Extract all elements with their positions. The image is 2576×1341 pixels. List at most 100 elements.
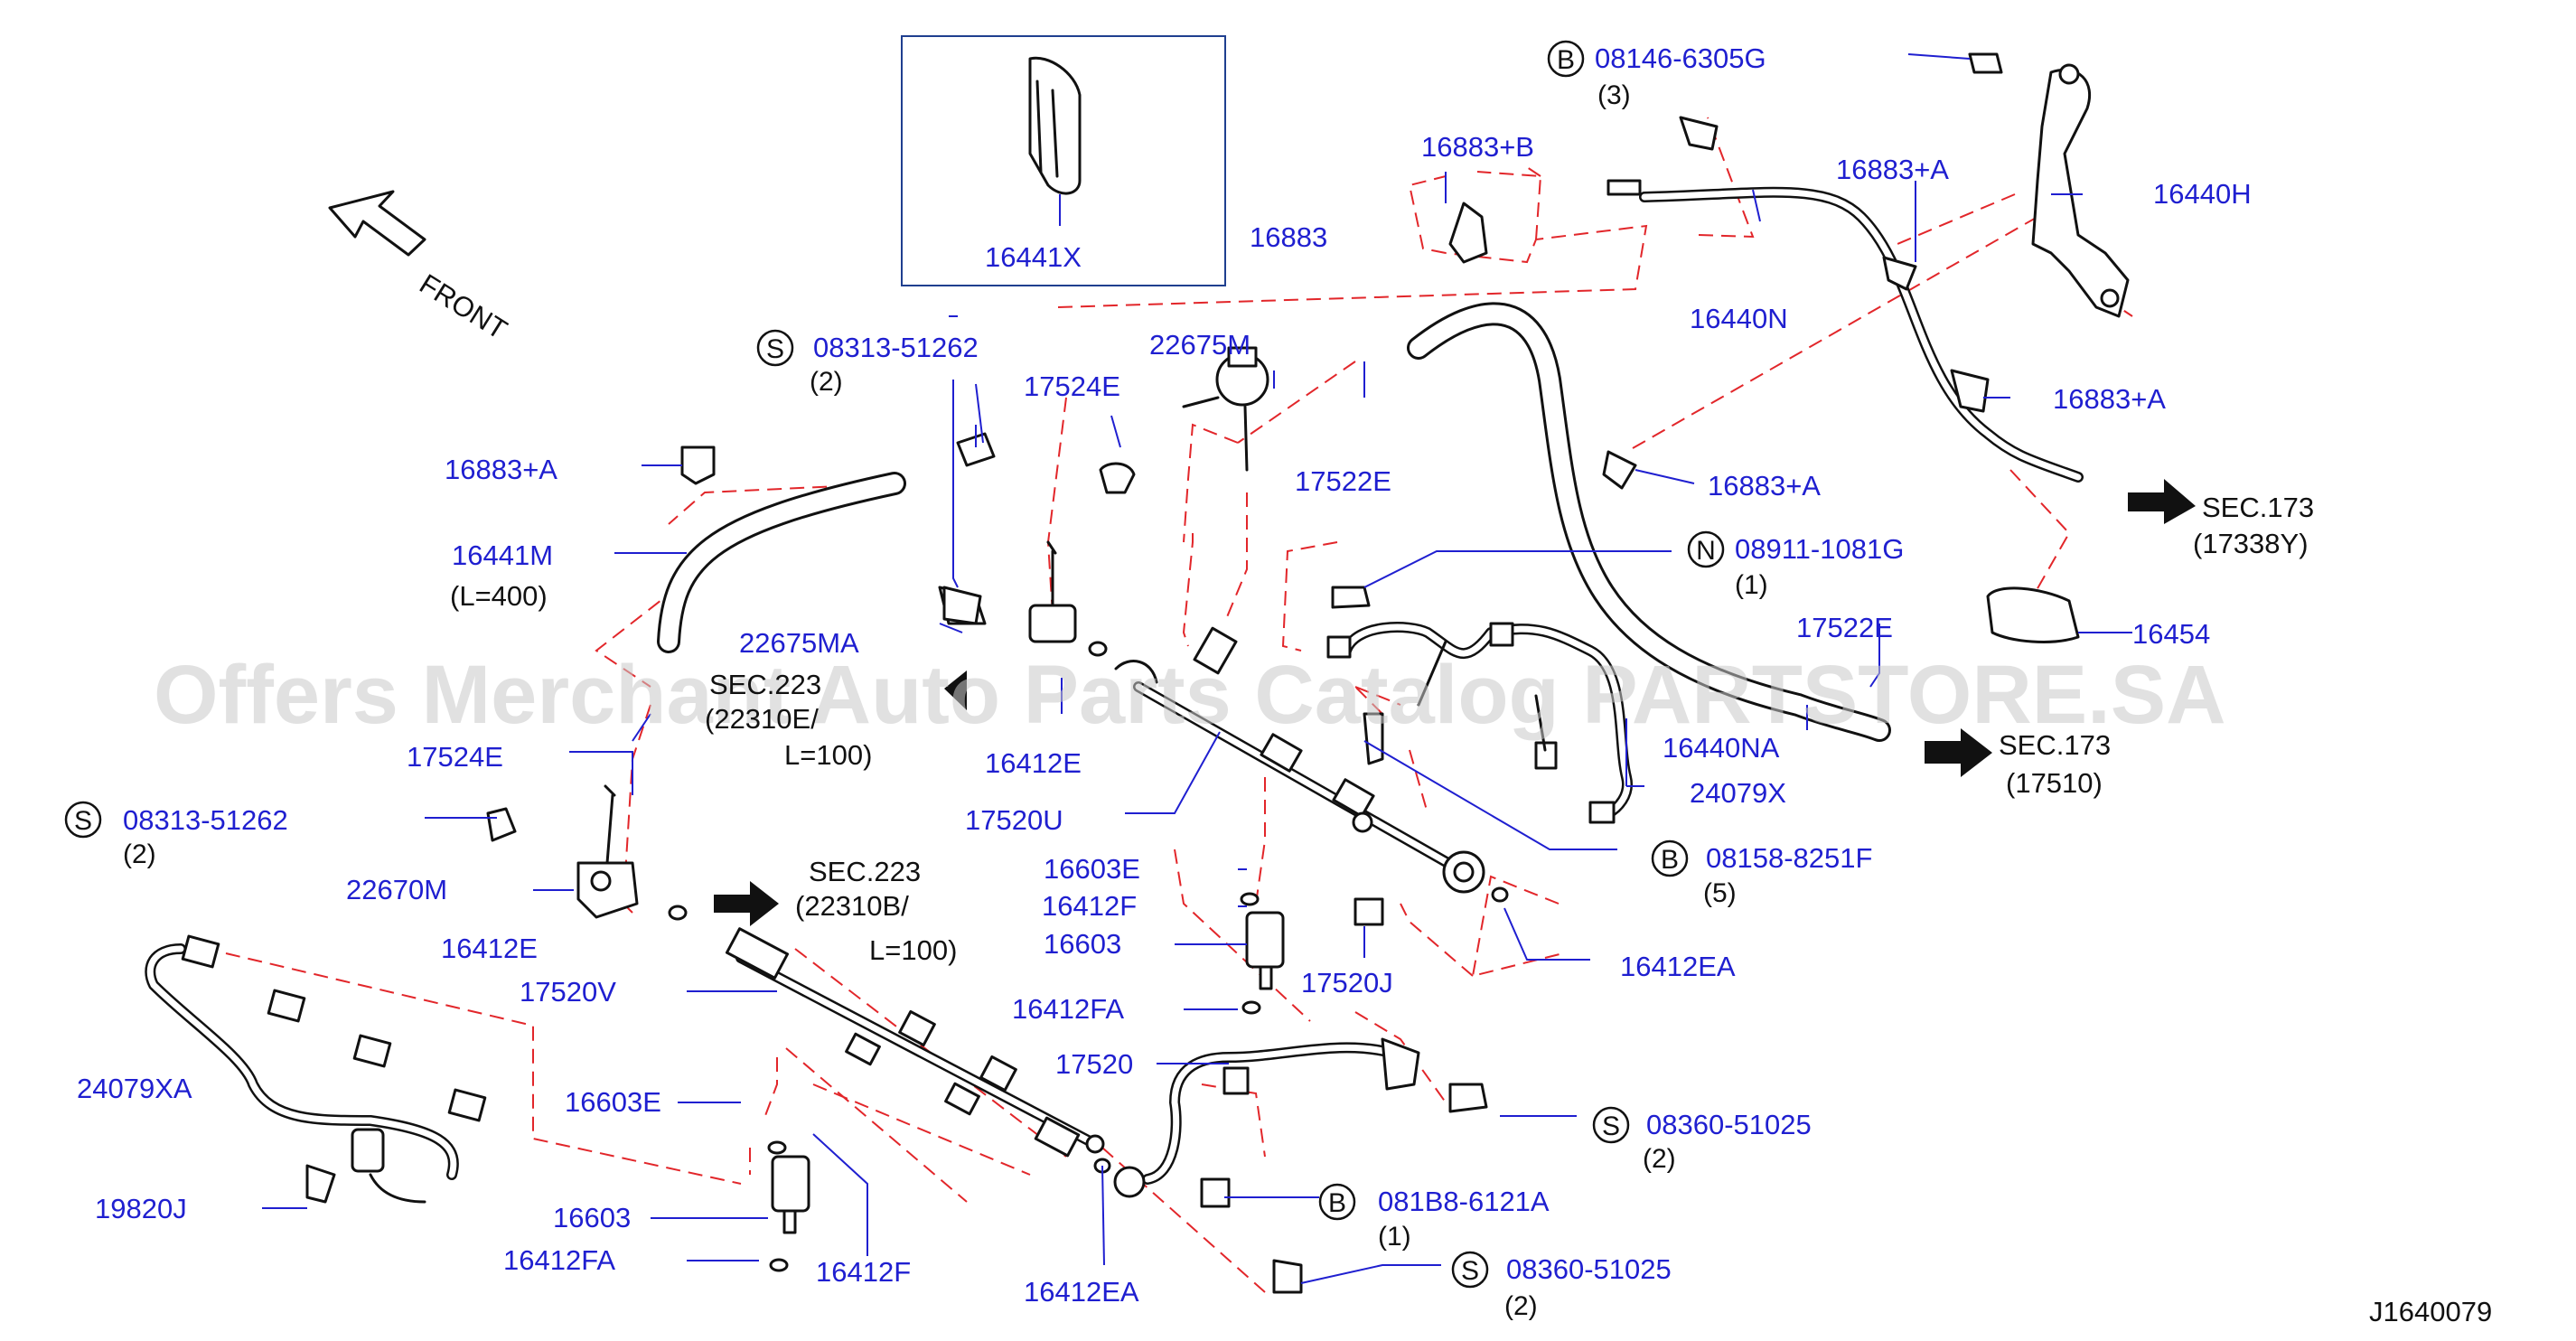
fuel-hose-16441M — [657, 472, 906, 653]
prefix-s-08360-2: S — [1451, 1251, 1489, 1289]
prefix-s-08360-1: S — [1592, 1106, 1630, 1144]
label-17524E-1[interactable]: 17524E — [1024, 370, 1120, 402]
label-16412FA-2[interactable]: 16412FA — [503, 1244, 615, 1276]
sec223-ref-2-line1[interactable]: SEC.223 — [809, 856, 921, 887]
label-16440N[interactable]: 16440N — [1690, 303, 1788, 334]
injector-16603 — [1245, 911, 1285, 990]
length-16441M: (L=400) — [450, 580, 548, 612]
label-24079X[interactable]: 24079X — [1690, 777, 1786, 809]
label-16412E-1[interactable]: 16412E — [985, 747, 1082, 779]
qty-08313-51262-1: (2) — [810, 367, 843, 397]
label-16441X[interactable]: 16441X — [985, 241, 1082, 273]
label-16412E-2[interactable]: 16412E — [441, 933, 538, 964]
front-arrow-icon — [328, 190, 426, 257]
damper-22675M — [1182, 346, 1269, 472]
label-16440H[interactable]: 16440H — [2153, 178, 2252, 210]
label-17520V[interactable]: 17520V — [520, 976, 616, 1008]
fuel-rail-17520U — [1114, 626, 1485, 894]
label-08146-6305G[interactable]: 08146-6305G — [1595, 42, 1766, 74]
qty-08313-51262-2: (2) — [123, 839, 156, 869]
label-16603E-1[interactable]: 16603E — [1044, 853, 1140, 885]
watermark: Offers Merchant Auto Parts Catalog PARTS… — [154, 649, 2226, 741]
label-16412F-1[interactable]: 16412F — [1042, 890, 1137, 922]
label-22675MA[interactable]: 22675MA — [739, 627, 859, 659]
inset-box — [901, 35, 1226, 286]
label-16883-A-3[interactable]: 16883+A — [445, 454, 557, 485]
label-16883-B[interactable]: 16883+B — [1421, 131, 1534, 163]
qty-08158-8251F: (5) — [1703, 878, 1737, 908]
filter-16454 — [1986, 586, 2080, 643]
svg-text:S: S — [1602, 1111, 1620, 1141]
svg-text:B: B — [1328, 1188, 1346, 1218]
svg-text:S: S — [766, 334, 784, 364]
label-16412EA-2[interactable]: 16412EA — [1024, 1276, 1139, 1308]
label-16412FA-1[interactable]: 16412FA — [1012, 993, 1124, 1025]
label-24079XA[interactable]: 24079XA — [77, 1073, 192, 1104]
label-17522E-1[interactable]: 17522E — [1295, 465, 1391, 497]
sec223-ref-2-line2: (22310B/ — [795, 890, 909, 922]
fuel-hose-16440NA — [1407, 302, 1891, 742]
sec223-arrow-icon — [714, 881, 779, 926]
qty-081B8-6121A: (1) — [1378, 1222, 1411, 1252]
label-17520J[interactable]: 17520J — [1301, 967, 1393, 999]
label-16412F-2[interactable]: 16412F — [816, 1256, 911, 1288]
label-16883[interactable]: 16883 — [1250, 221, 1327, 253]
qty-08360-51025-2: (2) — [1504, 1291, 1538, 1321]
sec173-ref-2-line1[interactable]: SEC.173 — [1999, 729, 2111, 761]
qty-08360-51025-1: (2) — [1643, 1144, 1676, 1174]
prefix-s-08313-2: S — [64, 801, 102, 839]
label-17522E-2[interactable]: 17522E — [1796, 612, 1893, 643]
label-08313-51262-2[interactable]: 08313-51262 — [123, 804, 288, 836]
label-19820J[interactable]: 19820J — [95, 1193, 187, 1224]
label-08158-8251F[interactable]: 08158-8251F — [1706, 842, 1872, 874]
svg-text:N: N — [1696, 536, 1716, 566]
label-081B8-6121A[interactable]: 081B8-6121A — [1378, 1186, 1550, 1217]
leader-lines — [262, 53, 2132, 1284]
damper-22670M — [576, 784, 639, 919]
label-22675M[interactable]: 22675M — [1149, 329, 1251, 361]
sec173-ref-2-line2: (17510) — [2006, 767, 2103, 799]
prefix-b-08146: B — [1547, 40, 1585, 78]
qty-08146-6305G: (3) — [1597, 80, 1631, 110]
bracket-16440H — [2031, 63, 2130, 318]
sec173-ref-1-line2: (17338Y) — [2193, 528, 2309, 559]
label-08360-51025-1[interactable]: 08360-51025 — [1646, 1109, 1812, 1140]
prefix-n-08911: N — [1687, 530, 1725, 568]
label-16883-A-1[interactable]: 16883+A — [1836, 154, 1949, 185]
harness-24079XA — [145, 934, 487, 1204]
label-08360-51025-2[interactable]: 08360-51025 — [1506, 1253, 1672, 1285]
label-16454[interactable]: 16454 — [2132, 618, 2210, 650]
label-17520U[interactable]: 17520U — [965, 804, 1063, 836]
sec223-ref-2-line3: L=100) — [869, 934, 957, 966]
prefix-b-08158: B — [1651, 839, 1689, 877]
prefix-s-08313-1: S — [756, 329, 794, 367]
label-16883-A-2[interactable]: 16883+A — [2053, 383, 2166, 415]
injector-16603-b — [771, 1155, 810, 1234]
label-17524E-2[interactable]: 17524E — [407, 741, 503, 773]
label-16412EA-1[interactable]: 16412EA — [1620, 951, 1736, 982]
label-17520[interactable]: 17520 — [1055, 1048, 1133, 1080]
svg-text:B: B — [1661, 845, 1679, 875]
label-16603-2[interactable]: 16603 — [553, 1202, 631, 1233]
clip-parts — [305, 116, 1990, 1204]
sec173-ref-1-line1[interactable]: SEC.173 — [2202, 492, 2314, 523]
svg-text:S: S — [74, 806, 92, 836]
label-16603E-2[interactable]: 16603E — [565, 1086, 661, 1118]
front-label: FRONT — [414, 267, 512, 345]
label-22670M[interactable]: 22670M — [346, 874, 447, 905]
fuel-tube-17520 — [1113, 1037, 1420, 1198]
svg-text:S: S — [1461, 1256, 1479, 1286]
sec223-ref-1-line2: (22310E/ — [705, 703, 819, 735]
sec223-ref-1-line3: L=100) — [784, 739, 872, 771]
label-16441M[interactable]: 16441M — [452, 539, 553, 571]
label-08313-51262-1[interactable]: 08313-51262 — [813, 332, 979, 363]
nuts-and-bolts — [486, 52, 2003, 1294]
label-08911-1081G[interactable]: 08911-1081G — [1735, 533, 1904, 565]
sec223-ref-1-line1[interactable]: SEC.223 — [709, 669, 821, 700]
label-16440NA[interactable]: 16440NA — [1663, 732, 1780, 764]
sec173-arrow-icon-2 — [1925, 728, 1992, 777]
label-16603-1[interactable]: 16603 — [1044, 928, 1121, 960]
label-16883-A-4[interactable]: 16883+A — [1708, 470, 1821, 502]
prefix-b-081b8: B — [1318, 1183, 1356, 1221]
